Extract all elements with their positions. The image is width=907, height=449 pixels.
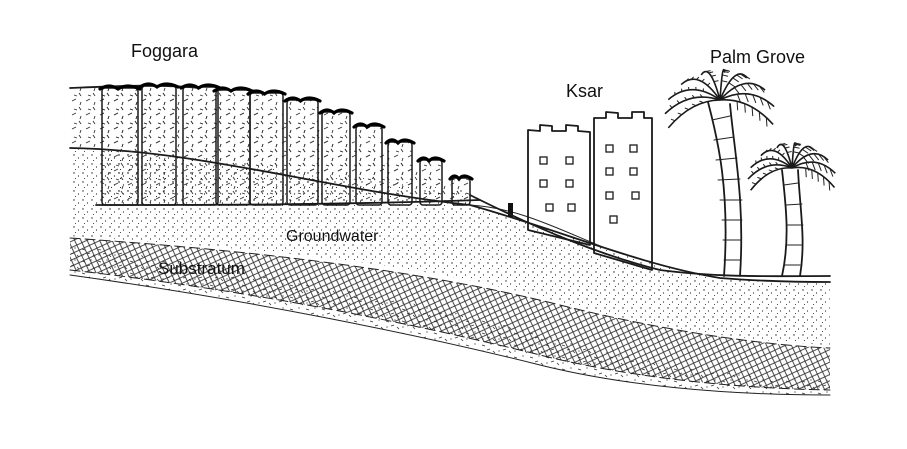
palm-frond <box>791 161 836 174</box>
palm-frond <box>719 82 766 101</box>
palm-frond <box>667 99 721 129</box>
well-shaft <box>179 83 222 206</box>
palm-frond <box>719 92 775 108</box>
palm-frond <box>791 152 829 169</box>
palm-frond <box>747 164 793 180</box>
well-mound <box>318 108 354 116</box>
ksar-window <box>629 144 638 153</box>
well-shaft <box>352 122 386 206</box>
well-mound <box>352 122 386 130</box>
palm-frond <box>776 143 793 169</box>
palm-tree-large <box>664 68 775 277</box>
well-shaft <box>318 108 354 206</box>
well-mound <box>179 83 222 90</box>
ksar-window <box>539 156 548 165</box>
ksar-window <box>567 203 576 212</box>
well-shaft <box>98 84 142 206</box>
well-shaft <box>283 96 322 206</box>
ksar-window <box>605 144 614 153</box>
well-shaft <box>416 156 446 206</box>
ksar-buildings <box>527 111 653 271</box>
palm-frond <box>791 166 836 189</box>
palm-frond <box>750 157 793 169</box>
label-substratum: Substratum <box>158 259 245 278</box>
palm-tree-small <box>747 142 836 277</box>
palm-frond <box>760 149 793 169</box>
label-ksar: Ksar <box>566 81 603 101</box>
ksar-window <box>539 179 548 188</box>
palm-frond <box>719 68 726 101</box>
substratum-layer <box>70 238 830 390</box>
well-mound <box>246 89 287 96</box>
palm-frond <box>750 167 793 191</box>
ksar-window <box>609 215 618 224</box>
ksar-window <box>605 191 614 200</box>
palm-frond <box>680 78 721 101</box>
palm-frond <box>700 70 721 101</box>
well-mound <box>416 156 446 164</box>
well-mound <box>212 86 254 93</box>
foggara-wells <box>98 82 474 206</box>
ksar-window <box>629 167 638 176</box>
label-foggara: Foggara <box>131 41 199 61</box>
well-shaft <box>212 86 254 206</box>
label-groundwater: Groundwater <box>286 228 379 245</box>
channel-outlet <box>508 203 513 217</box>
ksar-window <box>565 156 574 165</box>
well-shaft <box>246 89 287 206</box>
well-mound <box>384 138 416 146</box>
ksar-window <box>631 191 640 200</box>
ksar-window <box>565 179 574 188</box>
label-palm-grove: Palm Grove <box>710 47 805 67</box>
palm-frond <box>719 99 774 125</box>
well-mound <box>98 84 142 91</box>
well-shaft <box>138 82 180 206</box>
well-shaft <box>384 138 416 206</box>
well-mound <box>138 82 180 89</box>
palm-frond <box>667 88 721 101</box>
well-mound <box>283 96 322 104</box>
ksar-window <box>605 167 614 176</box>
palm-frond <box>664 96 721 115</box>
ksar-window <box>545 203 554 212</box>
well-mound <box>448 174 474 182</box>
